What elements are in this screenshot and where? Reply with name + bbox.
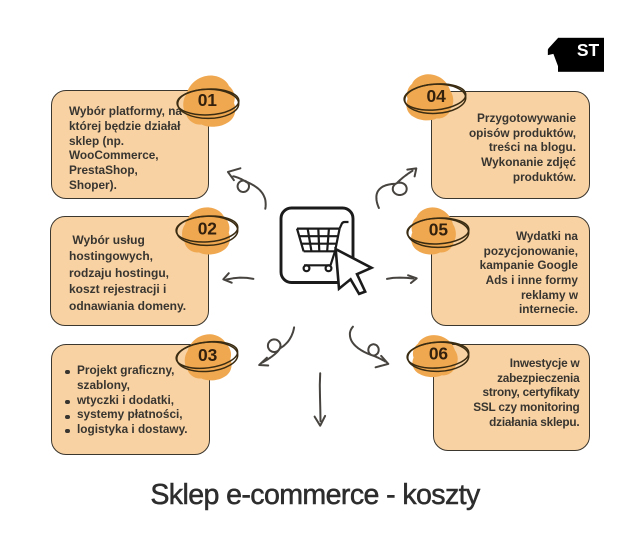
svg-text:06: 06 — [428, 343, 448, 363]
svg-text:ST: ST — [577, 40, 600, 60]
svg-text:04: 04 — [426, 86, 446, 106]
svg-text:03: 03 — [198, 345, 218, 365]
svg-text:02: 02 — [197, 218, 216, 238]
svg-text:05: 05 — [429, 220, 449, 240]
svg-text:01: 01 — [197, 90, 217, 110]
